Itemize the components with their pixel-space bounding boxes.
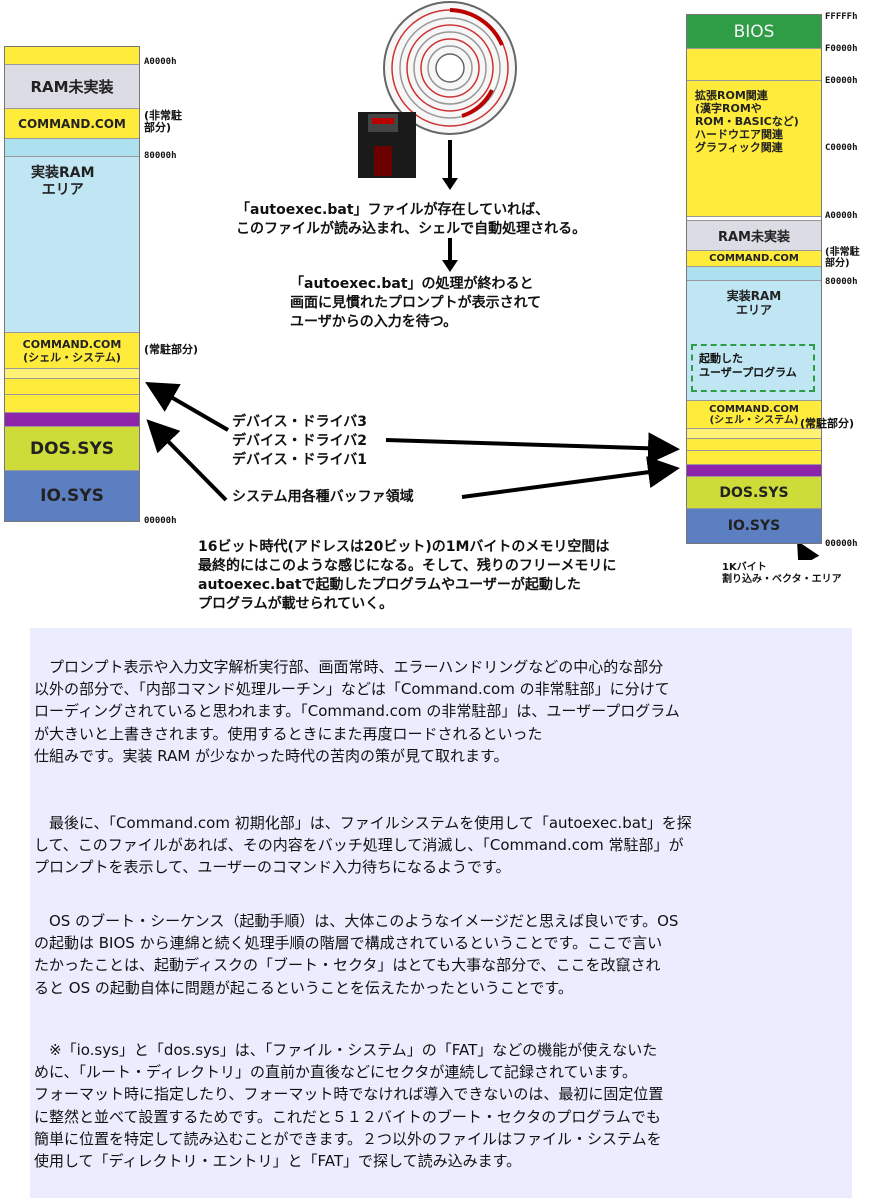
paragraph-1: プロンプト表示や入力文字解析実行部、画面常時、エラーハンドリングなどの中心的な部… [34, 656, 844, 767]
arrow-vector-area [797, 540, 820, 560]
right-bios: BIOS [687, 15, 821, 49]
paragraph-line: フォーマット時に指定したり、フォーマット時でなければ導入できないのは、最初に固定… [34, 1085, 664, 1104]
left-memory-map: RAM未実装 COMMAND.COM 実装RAM エリア COMMAND.COM… [4, 46, 140, 522]
arrow-drivers-to-right [385, 432, 680, 465]
memory-summary-text: 16ビット時代(アドレスは20ビット)の1Mバイトのメモリ空間は 最終的にはこの… [198, 539, 617, 612]
paragraph-line: めに、「ルート・ディレクトリ」の直前か直後などにセクタが連続して記録されています… [34, 1063, 638, 1082]
left-addr-00000: 00000h [144, 516, 177, 526]
right-resident-note: (常駐部分) [800, 417, 855, 430]
right-driver-1 [687, 451, 821, 465]
paragraph-line: プロンプトを表示して、ユーザーのコマンド入力待ちになるようです。 [34, 858, 511, 877]
left-cyan-band [5, 139, 139, 157]
right-vector-note: 1Kバイト 割り込み・ベクタ・エリア [722, 562, 842, 585]
down-arrow-icon [442, 140, 458, 190]
memory-arrows [145, 381, 820, 560]
paragraph-3: OS のブート・シーケンス（起動手順）は、大体このようなイメージだと思えば良いで… [34, 910, 844, 999]
paragraph-line: して、このファイルがあれば、その内容をバッチ処理して消滅し、「Command.c… [34, 836, 684, 855]
prompt-wait-text: 「autoexec.bat」の処理が終わると 画面に見慣れたプロンプトが表示され… [290, 276, 542, 330]
left-command-transient: COMMAND.COM [5, 109, 139, 139]
text-panel [30, 628, 852, 1198]
arrow-drivers-to-left [145, 381, 230, 432]
right-addr-e0000: E0000h [825, 76, 858, 86]
left-transient-note: (非常駐 部分) [144, 109, 183, 134]
left-dos-sys: DOS.SYS [5, 427, 139, 471]
left-installed-ram: 実装RAM エリア [5, 157, 139, 333]
arrow-buffers-to-right [461, 456, 680, 499]
floppy-disk-icon [358, 112, 416, 178]
paragraph-line: 使用して「ディレクトリ・エントリ」と「FAT」で探して読み込みます。 [34, 1152, 522, 1171]
right-dos-sys: DOS.SYS [687, 477, 821, 509]
paragraph-line: ローディングされていると思われます。「Command.com の非常駐部」は、ユ… [34, 702, 680, 721]
left-io-sys: IO.SYS [5, 471, 139, 521]
right-driver-2 [687, 439, 821, 451]
right-io-sys: IO.SYS [687, 509, 821, 543]
paragraph-line: に整然と並べて設置するためです。これだと５１２バイトのブート・セクタのプログラム… [34, 1107, 661, 1126]
left-command-resident: COMMAND.COM (シェル・システム) [5, 333, 139, 369]
down-arrow-icon [442, 238, 458, 272]
floppy-disk-illustration [358, 1, 517, 190]
disk-platter-icon [383, 1, 517, 135]
paragraph-2: 最後に、「Command.com 初期化部」は、ファイルシステムを使用して「au… [34, 812, 844, 879]
left-buffer-area [5, 413, 139, 427]
paragraph-line: 簡単に位置を特定して読み込むことができます。２つ以外のファイルはファイル・システ… [34, 1129, 662, 1148]
right-user-program-box: 起動した ユーザープログラム [691, 344, 815, 392]
paragraph-line: 最後に、「Command.com 初期化部」は、ファイルシステムを使用して「au… [34, 814, 692, 832]
left-driver-1 [5, 395, 139, 413]
right-buffer-area [687, 465, 821, 477]
right-white-gap [687, 217, 821, 221]
paragraph-line: の起動は BIOS から連綿と続く処理手順の階層で構成されているということです。… [34, 934, 663, 953]
right-ram-unimplemented: RAM未実装 [687, 221, 821, 251]
right-extended-rom: 拡張ROM関連 (漢字ROMや ROM・BASICなど) ハードウエア関連 グラ… [687, 81, 821, 217]
left-addr-80000: 80000h [144, 151, 177, 161]
right-addr-a0000: A0000h [825, 211, 858, 221]
right-addr-fffff: FFFFFh [825, 12, 858, 22]
right-addr-f0000: F0000h [825, 44, 858, 54]
paragraph-line: 以外の部分で、「内部コマンド処理ルーチン」などは「Command.com の非常… [34, 680, 670, 699]
paragraph-line: が大きいと上書きされます。使用するときにまた再度ロードされるといった [34, 724, 543, 743]
paragraph-line: プロンプト表示や入力文字解析実行部、画面常時、エラーハンドリングなどの中心的な部… [34, 658, 664, 676]
right-addr-80000: 80000h [825, 277, 858, 287]
right-driver-3 [687, 429, 821, 439]
paragraph-4: ※「io.sys」と「dos.sys」は、「ファイル・システム」の「FAT」など… [34, 1039, 844, 1172]
left-resident-note: (常駐部分) [144, 343, 199, 356]
arrow-buffers-to-left [146, 419, 228, 502]
system-buffers-label: システム用各種バッファ領域 [232, 489, 414, 505]
left-addr-a0000: A0000h [144, 57, 177, 67]
paragraph-line: たかったことは、起動ディスクの「ブート・セクタ」はとても大事な部分で、ここを改竄… [34, 956, 661, 975]
paragraph-line: OS のブート・シーケンス（起動手順）は、大体このようなイメージだと思えば良いで… [34, 912, 679, 930]
right-memory-map: BIOS 拡張ROM関連 (漢字ROMや ROM・BASICなど) ハードウエア… [686, 14, 822, 544]
right-addr-00000: 00000h [825, 539, 858, 549]
left-ram-unimplemented: RAM未実装 [5, 65, 139, 109]
paragraph-line: 仕組みです。実装 RAM が少なかった時代の苦肉の策が見て取れます。 [34, 746, 509, 765]
right-command-transient: COMMAND.COM [687, 251, 821, 267]
right-transient-note: (非常駐 部分) [825, 247, 860, 269]
right-addr-c0000: C0000h [825, 143, 858, 153]
right-command-resident: COMMAND.COM (シェル・システム) [687, 401, 821, 429]
left-driver-2 [5, 379, 139, 395]
right-cyan-band [687, 267, 821, 281]
left-driver-3 [5, 369, 139, 379]
right-f-segment [687, 49, 821, 81]
paragraph-line: ※「io.sys」と「dos.sys」は、「ファイル・システム」の「FAT」など… [34, 1041, 658, 1059]
paragraph-line: ると OS の起動自体に問題が起こるということを伝えたかったということです。 [34, 978, 573, 997]
autoexec-load-text: 「autoexec.bat」ファイルが存在していれば、 このファイルが読み込まれ… [236, 202, 587, 237]
left-top-yellow [5, 47, 139, 65]
device-drivers-label: デバイス・ドライバ3 デバイス・ドライバ2 デバイス・ドライバ1 [232, 414, 368, 468]
